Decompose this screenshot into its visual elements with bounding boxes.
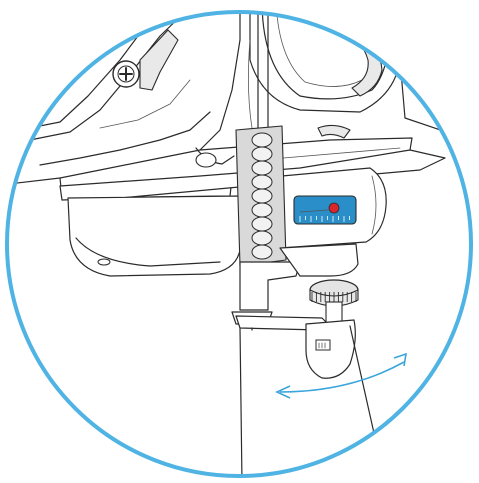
rotation-arrow-icon (275, 352, 408, 399)
support-rod (248, 12, 269, 129)
bevel-lever (235, 315, 356, 379)
hinge-disc (251, 146, 273, 162)
hinge-disc (251, 132, 273, 148)
lower-column (231, 243, 359, 325)
hinge-disc (251, 244, 273, 260)
screw-icon (112, 60, 140, 88)
hinge-disc (251, 188, 273, 204)
hinge-disc (251, 160, 273, 176)
hinge-disc (251, 230, 273, 246)
frame-circle (5, 10, 473, 478)
bevel-scale (293, 195, 357, 225)
hinge-disc (251, 202, 273, 218)
pivot-hinge (195, 125, 287, 267)
hinge-disc (251, 174, 273, 190)
bevel-adjust-knob-icon (309, 279, 359, 325)
hinge-disc (251, 216, 273, 232)
